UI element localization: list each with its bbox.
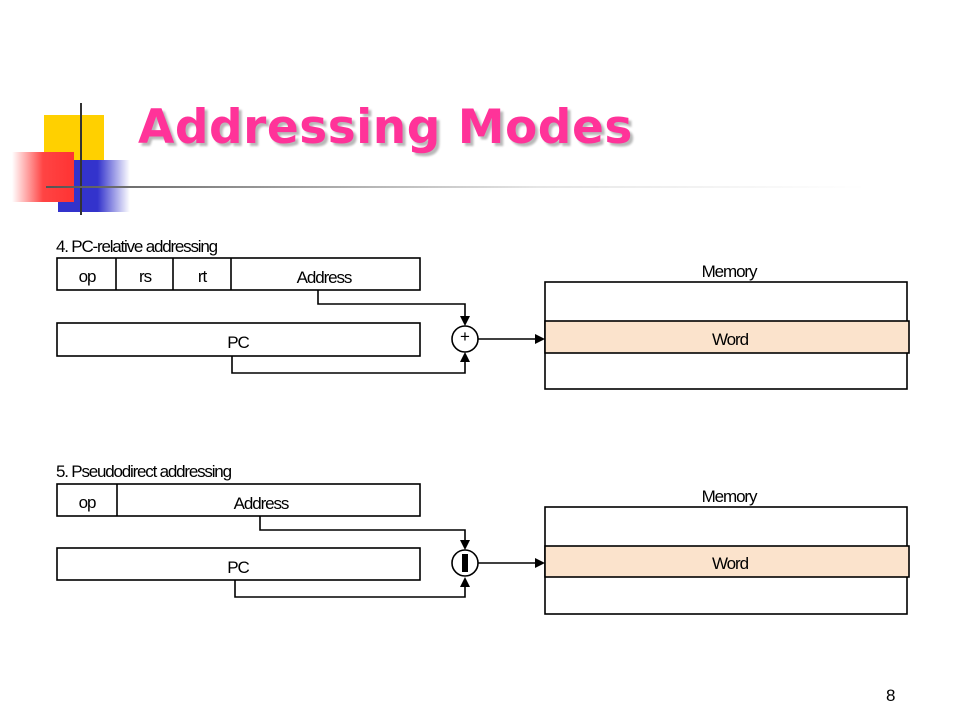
arrow-head-icon (460, 316, 470, 326)
field-address: Address (234, 494, 289, 513)
memory-label: Memory (702, 262, 758, 281)
field-rs: rs (139, 267, 152, 286)
pseudodirect-section: 5. Pseudodirect addressing op Address PC… (56, 462, 910, 615)
word-label: Word (712, 330, 749, 349)
pc-relative-section: 4. PC-relative addressing op rs rt Addre… (56, 237, 910, 390)
word-label: Word (712, 554, 749, 573)
pc-register (56, 547, 421, 581)
instruction-box (56, 257, 421, 291)
memory-word-cell (544, 545, 910, 578)
decor-horizontal-line (46, 186, 866, 188)
address-to-concat-line (259, 516, 466, 544)
memory-label: Memory (702, 487, 758, 506)
concatenation-icon (451, 549, 479, 577)
pc-label: PC (227, 558, 249, 577)
decor-red-square (12, 152, 74, 202)
decor-vertical-line (80, 103, 82, 215)
arrow-head-icon (535, 334, 545, 344)
pc-to-concat-line (234, 580, 466, 598)
field-op: op (79, 493, 96, 512)
field-address: Address (297, 268, 352, 287)
pc-to-adder-line (231, 356, 466, 374)
pc-register (56, 322, 421, 357)
field-op: op (79, 267, 96, 286)
slide-title: Addressing Modes (138, 100, 633, 155)
page-number: 8 (886, 686, 896, 705)
arrow-head-icon (535, 558, 545, 568)
pc-label: PC (227, 333, 249, 352)
memory-word-cell (544, 320, 910, 354)
pseudodirect-instruction: op Address (56, 483, 421, 517)
pseudodirect-heading: 5. Pseudodirect addressing (56, 462, 232, 481)
pc-relative-instruction: op rs rt Address (56, 257, 421, 291)
arrow-head-icon (460, 352, 470, 362)
field-rt: rt (198, 267, 208, 286)
pc-relative-heading: 4. PC-relative addressing (56, 237, 218, 256)
arrow-head-icon (460, 540, 470, 550)
adder-operator: + (460, 327, 470, 346)
address-to-adder-line (317, 290, 466, 320)
arrow-head-icon (460, 577, 470, 587)
